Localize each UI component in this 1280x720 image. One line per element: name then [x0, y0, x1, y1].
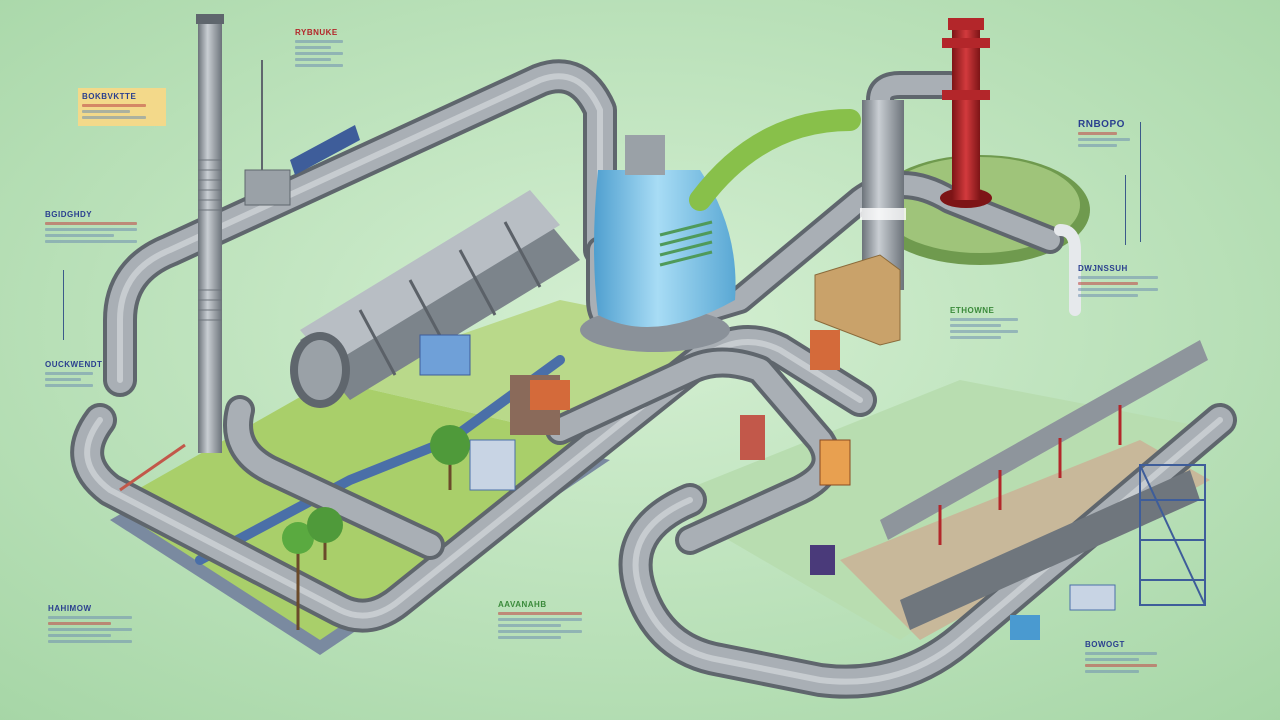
callout-right-mid-title: DWJNSSUH — [1078, 264, 1128, 273]
reactor-drum — [290, 190, 580, 408]
leader-line-2 — [1125, 175, 1126, 245]
callout-bottom-right-title: BOWOGT — [1085, 640, 1125, 649]
callout-right-top: RNBOPO — [1078, 120, 1143, 150]
callout-tl-title: BOKBVKTTE — [82, 92, 137, 101]
fence — [119, 443, 186, 492]
callout-top: RYBNUKE — [295, 28, 355, 70]
callout-right-mid: DWJNSSUH — [1078, 264, 1178, 300]
pipe-network — [70, 59, 1237, 699]
scaffold-icon — [1139, 464, 1206, 606]
callout-right-top-title: RNBOPO — [1078, 119, 1125, 130]
small-structures — [419, 330, 1116, 640]
conveyor-icon — [880, 340, 1208, 630]
callout-left2: OUCKWENDT — [45, 360, 105, 390]
callout-left2-title: OUCKWENDT — [45, 360, 103, 369]
callout-bottom-right: BOWOGT — [1085, 640, 1175, 676]
callout-bottom-left-title: HAHIMOW — [48, 604, 92, 613]
grey-column — [814, 100, 906, 346]
callout-top-title: RYBNUKE — [295, 28, 338, 37]
callout-left1-title: BGIDGHDY — [45, 210, 93, 219]
callout-bottom-left: HAHIMOW — [48, 604, 153, 646]
leader-line-3 — [1140, 122, 1141, 242]
walkway — [195, 355, 565, 565]
callout-mid-right-title: ETHOWNE — [950, 306, 995, 315]
callout-tl: BOKBVKTTE — [78, 88, 166, 126]
callout-bottom-mid-title: AAVANAHB — [498, 600, 547, 609]
callout-bottom-mid: AAVANAHB — [498, 600, 603, 642]
leader-line-1 — [63, 270, 64, 340]
stack-icon — [196, 14, 360, 453]
callout-mid-right: ETHOWNE — [950, 306, 1035, 342]
callout-left1: BGIDGHDY — [45, 210, 160, 246]
green-pipe — [689, 109, 861, 211]
tree-icon — [282, 425, 470, 630]
chimney-icon — [940, 18, 992, 208]
